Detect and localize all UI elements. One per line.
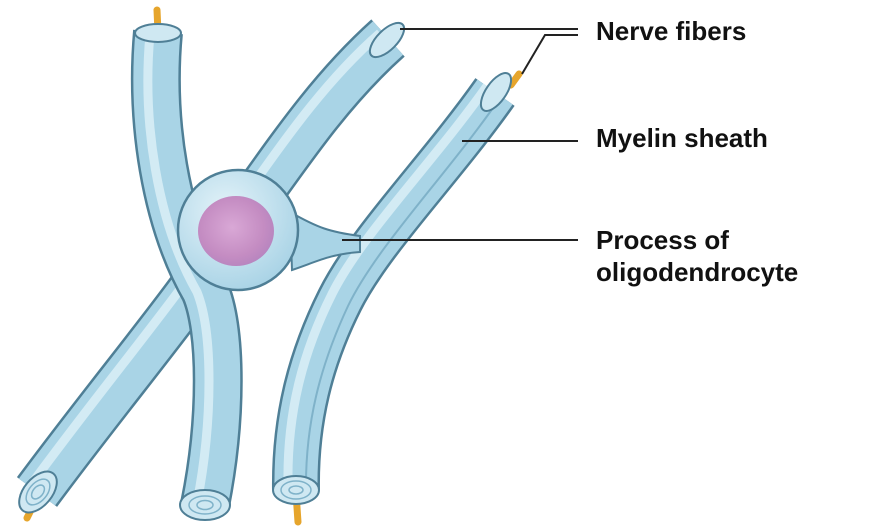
- label-nerve-fibers: Nerve fibers: [596, 15, 746, 47]
- label-process-line2: oligodendrocyte: [596, 256, 798, 288]
- cross-section-bottom-right: [273, 476, 319, 504]
- oligodendrocyte-cell-body: [178, 170, 298, 290]
- axon-tip-top-right: [511, 74, 519, 85]
- leader-nerve-fibers-branch: [522, 35, 578, 74]
- nucleus: [198, 196, 274, 266]
- label-process-line1: Process of: [596, 224, 798, 256]
- label-process-of-oligodendrocyte: Process of oligodendrocyte: [596, 224, 798, 288]
- label-myelin-sheath: Myelin sheath: [596, 122, 768, 154]
- cross-section-bottom-middle: [180, 490, 230, 520]
- cross-section-top-left: [135, 24, 181, 42]
